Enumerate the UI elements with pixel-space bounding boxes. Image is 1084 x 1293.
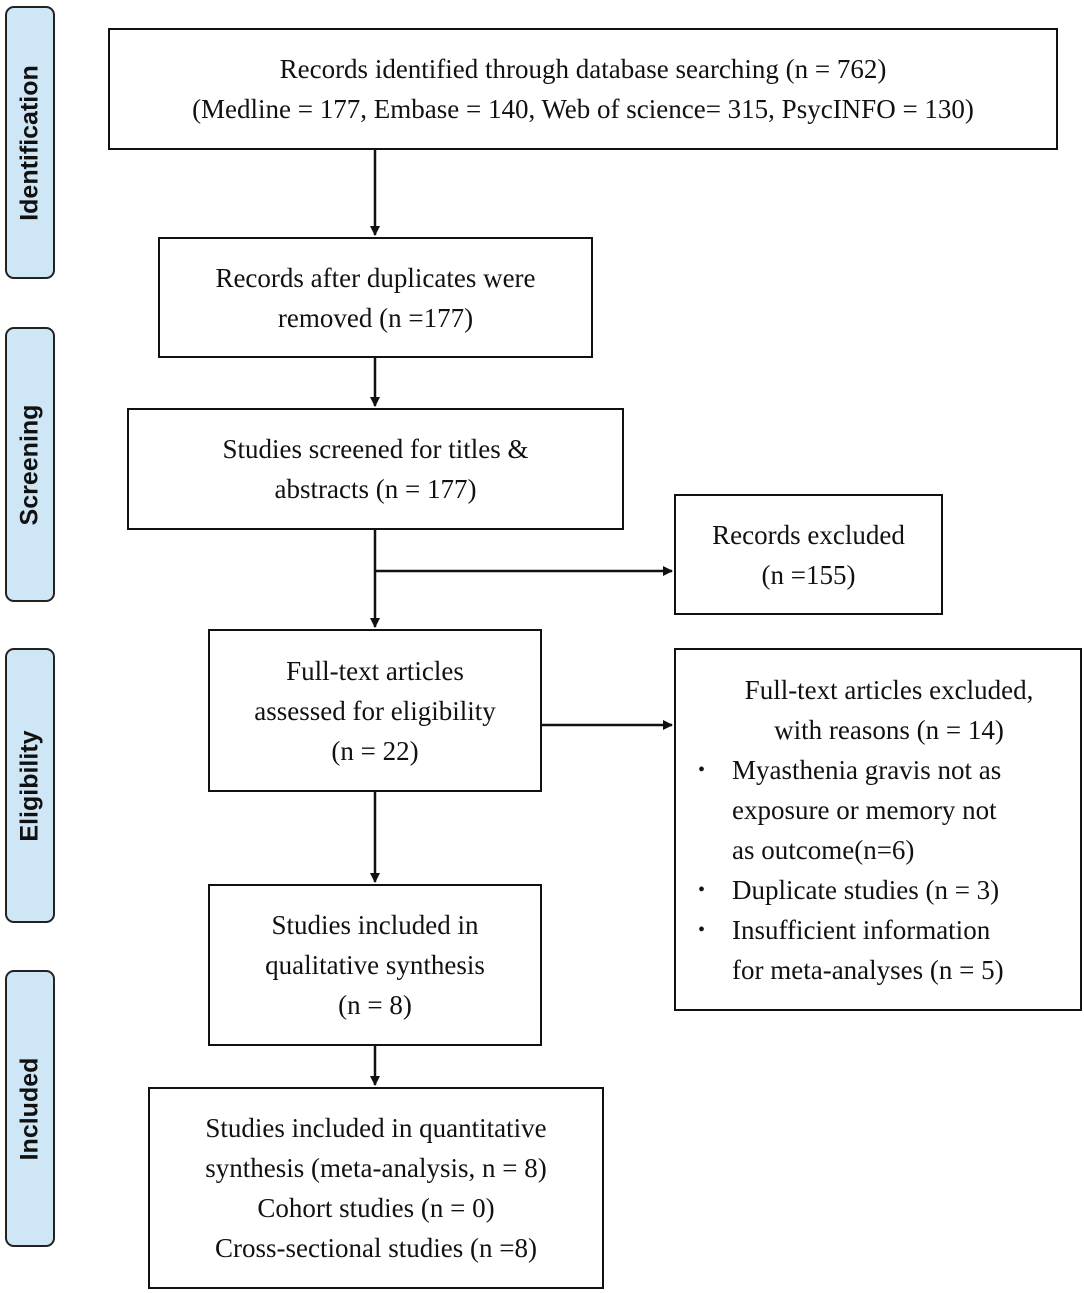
duplicates-removed-line1: Records after duplicates were — [215, 262, 536, 293]
records-excluded-line2: (n =155) — [761, 559, 856, 590]
fulltext-excluded-line1: Full-text articles excluded, — [744, 674, 1034, 705]
exclusion-reason-text: Myasthenia gravis not as exposure or mem… — [732, 750, 1001, 870]
bullet-icon: • — [698, 918, 706, 941]
exclusion-reason-line: Myasthenia gravis not as — [732, 754, 1002, 785]
box-quantitative-synthesis: Studies included in quantitative synthes… — [148, 1087, 604, 1289]
records-identified-line1: Records identified through database sear… — [279, 54, 887, 84]
fulltext-assessed-line3: (n = 22) — [331, 735, 419, 766]
quantitative-line4: Cross-sectional studies (n =8) — [215, 1233, 537, 1263]
records-identified-line2: (Medline = 177, Embase = 140, Web of sci… — [192, 94, 974, 124]
box-fulltext-excluded: Full-text articles excluded, with reason… — [674, 648, 1082, 1011]
studies-screened-line2: abstracts (n = 177) — [274, 474, 477, 504]
records-excluded-line1: Records excluded — [712, 519, 905, 550]
box-records-excluded: Records excluded (n =155) — [674, 494, 943, 615]
exclusion-reason-item: • Duplicate studies (n = 3) — [698, 870, 999, 910]
exclusion-reason-text: Duplicate studies (n = 3) — [732, 870, 999, 910]
duplicates-removed-line2: removed (n =177) — [277, 302, 474, 333]
bullet-icon: • — [698, 758, 706, 781]
box-qualitative-synthesis: Studies included in qualitative synthesi… — [208, 884, 542, 1046]
stage-screening: Screening — [5, 327, 55, 602]
exclusion-reason-text: Insufficient information for meta-analys… — [732, 910, 1004, 990]
qualitative-line2: qualitative synthesis — [265, 950, 485, 980]
exclusion-reason-line: Insufficient information — [732, 914, 991, 945]
quantitative-line3: Cohort studies (n = 0) — [257, 1193, 495, 1223]
qualitative-line1: Studies included in — [271, 910, 479, 940]
fulltext-assessed-line2: assessed for eligibility — [254, 695, 496, 726]
exclusion-reason-line: for meta-analyses (n = 5) — [732, 954, 1004, 985]
box-studies-screened: Studies screened for titles & abstracts … — [127, 408, 624, 530]
quantitative-line2: synthesis (meta-analysis, n = 8) — [205, 1153, 547, 1183]
exclusion-reason-item: • Myasthenia gravis not as exposure or m… — [698, 750, 1001, 870]
studies-screened-line1: Studies screened for titles & — [222, 434, 529, 464]
stage-included: Included — [5, 970, 55, 1247]
fulltext-assessed-line1: Full-text articles — [286, 655, 464, 686]
box-records-identified: Records identified through database sear… — [108, 28, 1058, 150]
exclusion-reason-item: • Insufficient information for meta-anal… — [698, 910, 1004, 990]
exclusion-reason-line: Duplicate studies (n = 3) — [732, 874, 1000, 905]
qualitative-line3: (n = 8) — [338, 990, 412, 1020]
quantitative-line1: Studies included in quantitative — [205, 1113, 547, 1143]
box-duplicates-removed: Records after duplicates were removed (n… — [158, 237, 593, 358]
exclusion-reason-line: as outcome(n=6) — [732, 834, 915, 865]
fulltext-excluded-line2: with reasons (n = 14) — [774, 714, 1004, 745]
exclusion-reason-line: exposure or memory not — [732, 794, 997, 825]
stage-identification: Identification — [5, 6, 55, 279]
box-fulltext-assessed: Full-text articles assessed for eligibil… — [208, 629, 542, 792]
bullet-icon: • — [698, 878, 706, 901]
stage-eligibility: Eligibility — [5, 648, 55, 923]
